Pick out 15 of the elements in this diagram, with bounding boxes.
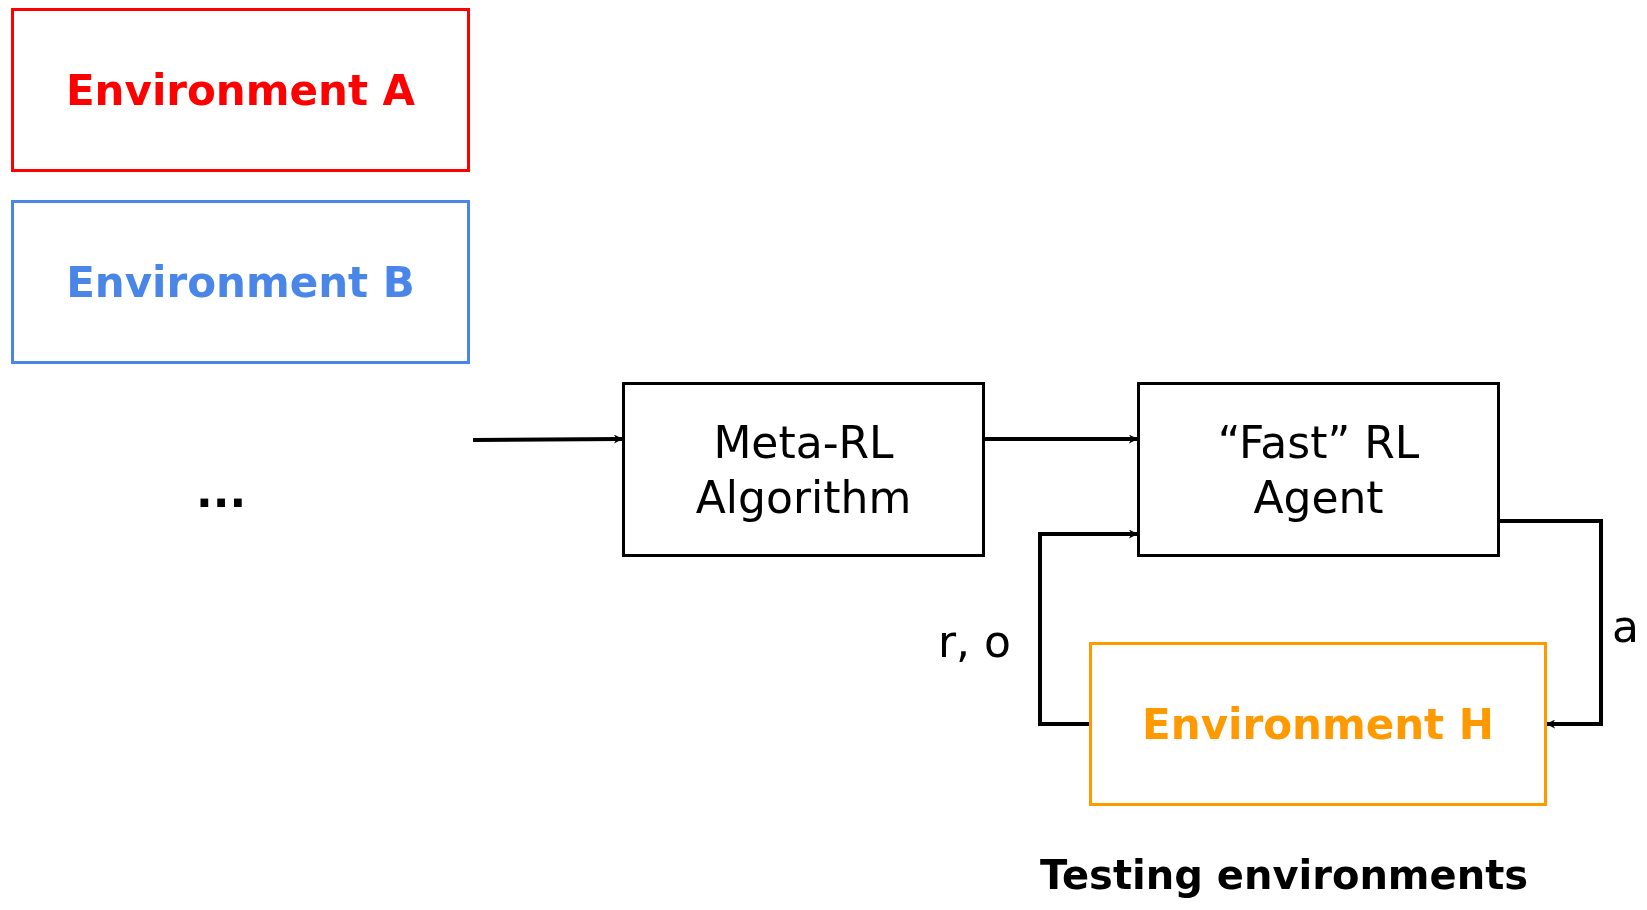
process-box (622, 382, 985, 557)
environment-box (11, 200, 470, 364)
node-label: Meta-RL Algorithm (694, 415, 913, 525)
ellipsis-label: ... (196, 470, 247, 514)
environment-box (11, 8, 470, 172)
node-label: Environment B (66, 256, 415, 309)
environment-box (1089, 642, 1547, 806)
arrow (985, 434, 1138, 444)
process-box (1137, 382, 1500, 557)
node-label: Environment A (65, 64, 416, 117)
node-label: Environment H (1142, 698, 1494, 751)
arrow (1038, 529, 1138, 726)
arrow (473, 434, 623, 444)
arrow (1500, 519, 1603, 729)
node-label: “Fast” RL Agent (1216, 415, 1421, 525)
